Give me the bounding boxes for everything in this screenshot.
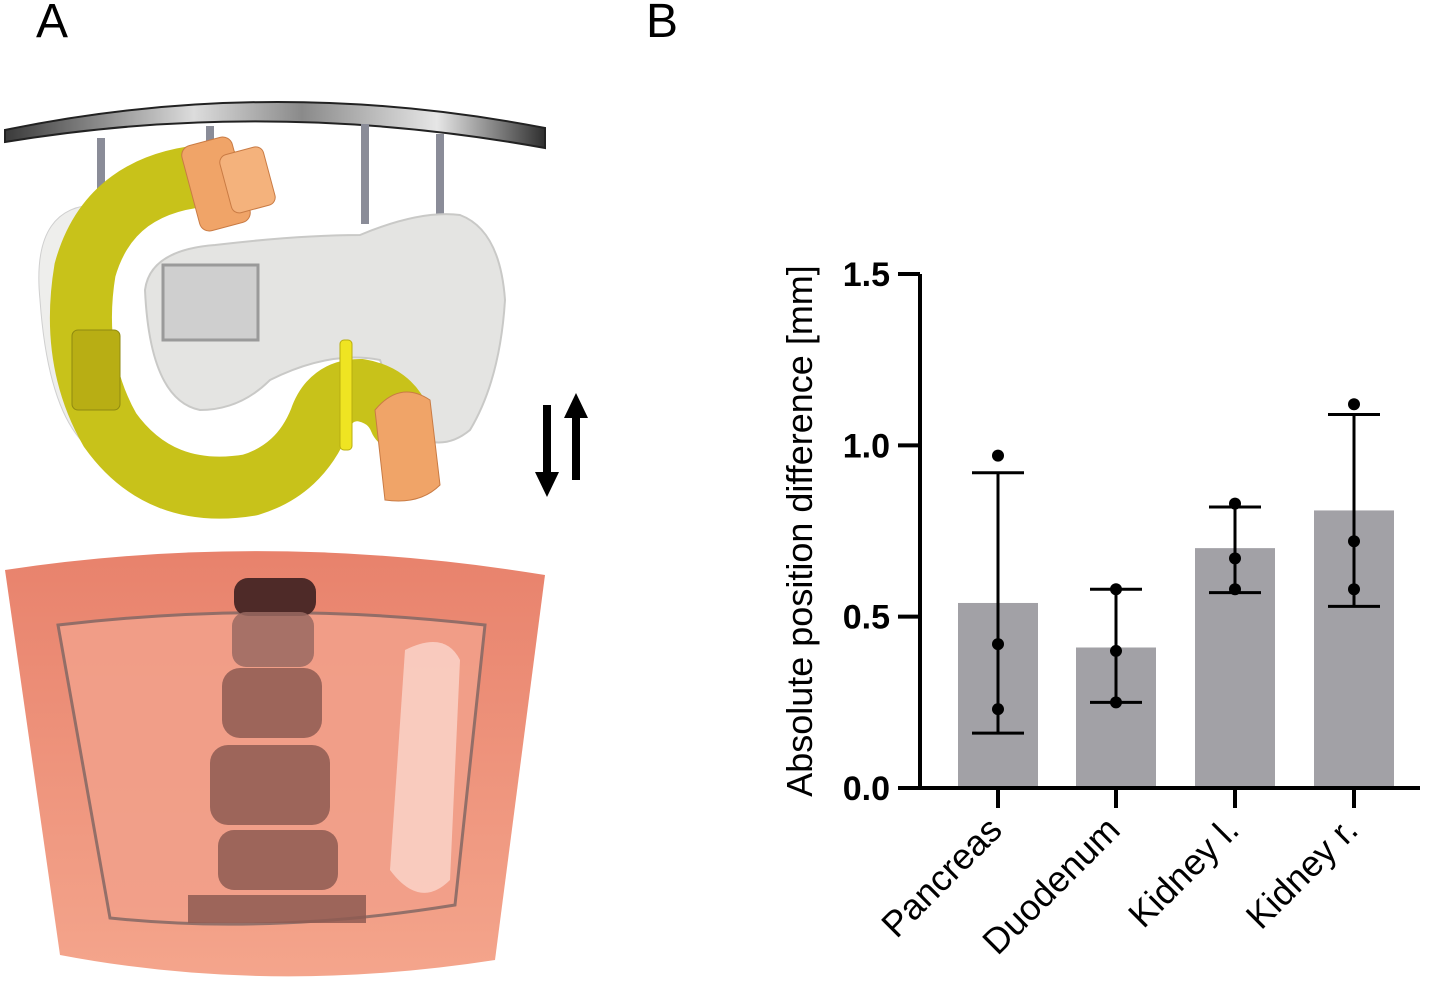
data-point-2-0 [1229,497,1241,510]
data-point-3-0 [1348,398,1360,411]
duodenum-model-icon [49,144,431,519]
panel-label-a: A [36,0,69,48]
data-point-0-2 [992,703,1004,716]
connector-fittings-icon [181,136,441,502]
data-point-2-2 [1229,583,1241,596]
data-point-0-1 [992,638,1004,651]
y-axis-title: Absolute position difference [mm] [779,265,820,797]
x-tick-label-3: Kidney r. [1238,809,1366,937]
y-tick-label-3: 1.5 [843,256,890,294]
data-point-1-1 [1110,644,1122,657]
up-down-arrow-icon [535,393,588,497]
data-point-3-1 [1348,535,1360,548]
y-tick-label-1: 0.5 [843,599,890,637]
y-tick-label-2: 1.0 [843,427,890,465]
data-point-2-1 [1229,552,1241,565]
panel-label-b: B [646,0,679,48]
data-point-1-2 [1110,696,1122,709]
organ-phantom-icon [4,101,588,977]
data-point-0-0 [992,449,1004,462]
x-tick-label-2: Kidney l. [1120,809,1247,936]
data-point-1-0 [1110,583,1122,596]
y-tick-label-0: 0.0 [843,770,890,808]
spine-model-icon [188,578,366,923]
data-point-3-2 [1348,583,1360,596]
